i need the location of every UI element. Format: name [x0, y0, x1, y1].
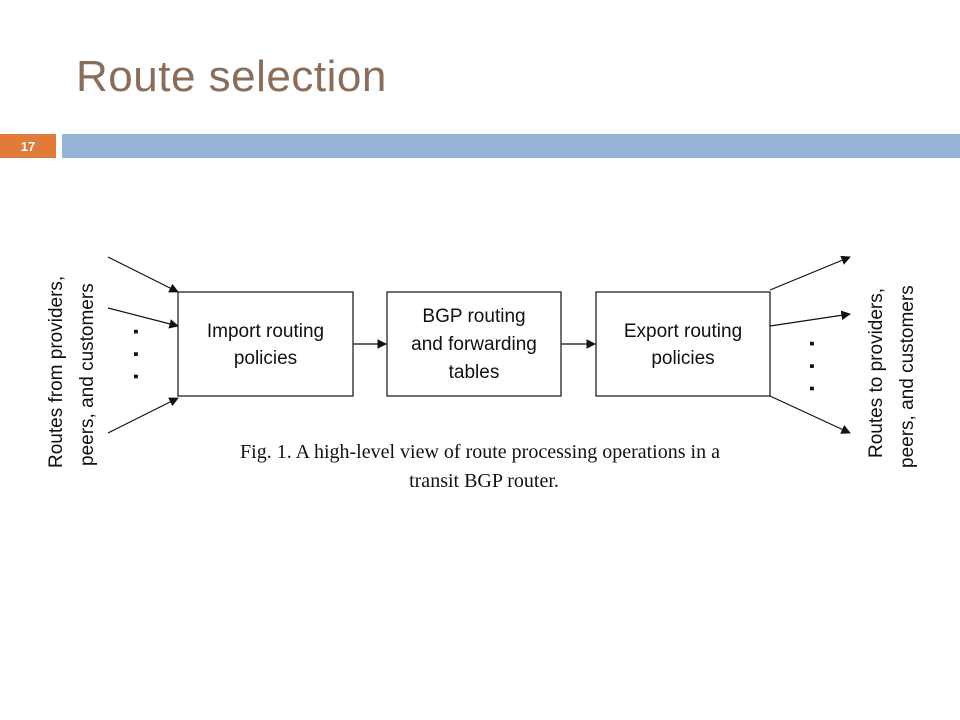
export-box-line1: Export routing [624, 321, 742, 342]
outgoing-arrow-top [769, 255, 851, 291]
bgp-box-line2: and forwarding [411, 334, 537, 355]
left-label-line2: peers, and customers [77, 283, 98, 466]
outgoing-arrow-middle [769, 310, 851, 327]
import-box-line2: policies [234, 348, 297, 369]
right-ellipsis: . . . [804, 340, 834, 396]
bgp-tables-box [386, 291, 562, 397]
figure-caption-line1: Fig. 1. A high-level view of route proce… [240, 441, 720, 463]
import-box-line1: Import routing [207, 321, 324, 342]
incoming-arrow-bottom [107, 397, 179, 434]
outgoing-arrow-bottom [769, 395, 851, 434]
right-label-line1: Routes to providers, [866, 288, 887, 458]
left-ellipsis: . . . [128, 328, 158, 384]
figure-caption-line2: transit BGP router. [409, 470, 559, 492]
bgp-box-line1: BGP routing [422, 306, 525, 327]
incoming-arrow-middle [107, 307, 179, 329]
export-box-line2: policies [651, 348, 714, 369]
header-bar [62, 134, 960, 158]
page-title: Route selection [76, 52, 387, 101]
export-policies-box [595, 291, 771, 397]
import-policies-box [177, 291, 354, 397]
bgp-box-line3: tables [449, 362, 500, 383]
slide-number-badge: 17 [0, 134, 56, 158]
right-label-line2: peers, and customers [897, 285, 918, 468]
left-label-line1: Routes from providers, [46, 276, 67, 468]
incoming-arrow-top [107, 256, 179, 293]
